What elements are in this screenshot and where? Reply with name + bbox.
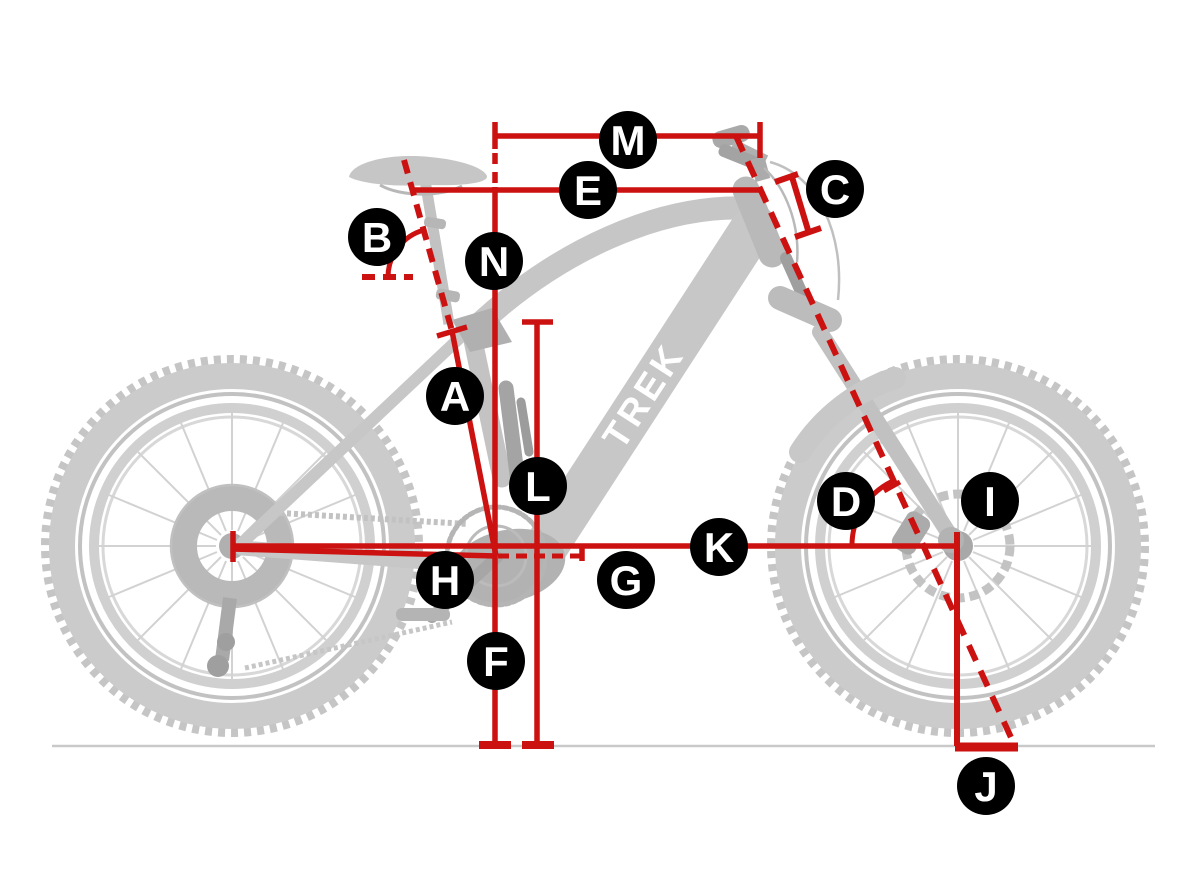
fork-dropout	[938, 527, 964, 553]
svg-text:D: D	[831, 478, 861, 525]
badge-l: L	[509, 457, 567, 515]
svg-text:L: L	[525, 463, 551, 510]
svg-text:A: A	[440, 373, 470, 420]
svg-text:H: H	[430, 557, 460, 604]
badge-i: I	[961, 472, 1019, 530]
svg-text:C: C	[820, 166, 850, 213]
svg-text:E: E	[574, 167, 602, 214]
badge-b: B	[348, 208, 406, 266]
badge-g: G	[597, 551, 655, 609]
chain-top	[279, 510, 469, 527]
badge-d: D	[817, 472, 875, 530]
svg-text:F: F	[483, 638, 509, 685]
badge-j: J	[957, 757, 1015, 815]
brand-logo: TREK	[595, 336, 693, 456]
svg-text:J: J	[974, 763, 997, 810]
badge-a: A	[426, 367, 484, 425]
seatpost-axis-dashed	[401, 159, 455, 332]
svg-text:B: B	[362, 214, 392, 261]
measure-c-tick-bottom	[794, 225, 822, 240]
badge-f: F	[467, 632, 525, 690]
saddle	[349, 156, 488, 186]
front-fender	[789, 367, 906, 463]
badge-k: K	[690, 518, 748, 576]
brake-cable	[763, 167, 799, 263]
badge-m: M	[599, 111, 657, 169]
measure-c-line	[789, 176, 811, 231]
badge-h: H	[416, 551, 474, 609]
measurement-badges: A B C D E F G H	[348, 111, 1019, 815]
seatstay	[236, 326, 472, 549]
pedal	[396, 608, 450, 621]
badge-n: N	[465, 232, 523, 290]
head-tube	[732, 176, 786, 268]
svg-text:I: I	[984, 478, 996, 525]
measure-d-tick	[882, 479, 902, 494]
measure-a-tick	[436, 324, 468, 339]
chain-bottom	[244, 619, 453, 671]
measure-c-tick-top	[774, 171, 799, 185]
fork-crown	[768, 286, 842, 332]
stem	[749, 156, 771, 182]
badge-e: E	[559, 161, 617, 219]
down-tube	[514, 204, 776, 584]
badge-c: C	[806, 160, 864, 218]
svg-text:N: N	[479, 238, 509, 285]
svg-text:M: M	[611, 117, 646, 164]
shock-reservoir	[516, 397, 534, 457]
top-tube	[463, 196, 756, 340]
svg-text:G: G	[610, 557, 643, 604]
svg-text:K: K	[704, 524, 734, 571]
